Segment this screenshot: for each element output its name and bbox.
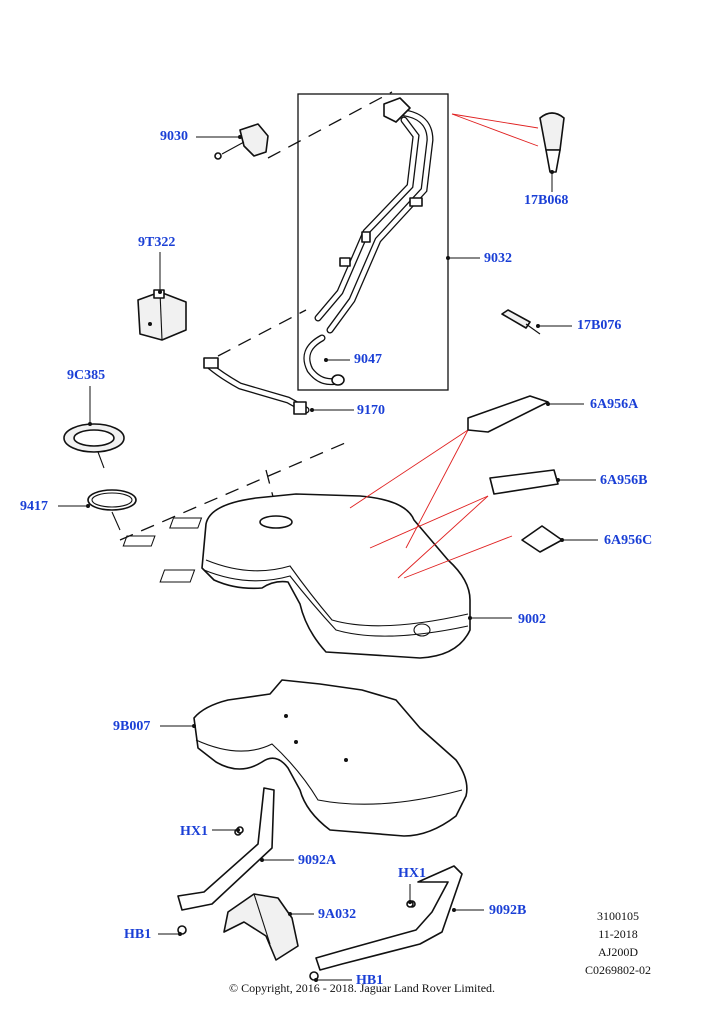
fuel-tank-part xyxy=(122,429,513,659)
diagram-meta-line2: 11-2018 xyxy=(598,927,638,941)
filler-cap-part xyxy=(214,123,269,160)
seal-ring-part xyxy=(87,489,137,531)
callout-9002: 9002 xyxy=(518,612,546,627)
diagram-meta-line1: 3100105 xyxy=(597,909,639,923)
callout-6A956C: 6A956C xyxy=(604,533,653,548)
callout-9A032: 9A032 xyxy=(318,907,357,922)
funnel-part xyxy=(451,112,565,173)
strap-9092A-part xyxy=(177,787,275,911)
callout-HX1-left: HX1 xyxy=(180,824,208,839)
assembly-line-pipe xyxy=(217,309,307,357)
callout-9170: 9170 xyxy=(357,403,385,418)
callout-9030: 9030 xyxy=(160,129,188,144)
callout-9092A: 9092A xyxy=(298,853,337,868)
callout-9C385: 9C385 xyxy=(67,368,106,383)
hose-9047-part xyxy=(303,334,345,386)
callout-9417: 9417 xyxy=(20,499,48,514)
pad-6A956B-part xyxy=(489,469,559,495)
lock-ring-part xyxy=(63,423,125,469)
callout-17B076: 17B076 xyxy=(577,318,622,333)
copyright-notice: © Copyright, 2016 - 2018. Jaguar Land Ro… xyxy=(228,981,496,995)
pad-6A956C-part xyxy=(521,525,563,553)
callout-17B068: 17B068 xyxy=(524,193,569,208)
filler-group-frame xyxy=(297,93,449,391)
callout-HB1-left: HB1 xyxy=(124,927,152,942)
callout-9032: 9032 xyxy=(484,251,512,266)
assembly-line-tank xyxy=(119,439,353,541)
filler-pipe-part xyxy=(314,97,434,334)
callout-9B007: 9B007 xyxy=(113,719,151,734)
diagram-meta-line4: C0269802-02 xyxy=(585,963,651,977)
clip-17B076-part xyxy=(501,309,541,335)
guard-9A032-part xyxy=(223,893,299,961)
callout-9T322: 9T322 xyxy=(138,235,176,250)
vent-pipe-part xyxy=(203,357,310,415)
bracket-9T322-part xyxy=(137,289,187,341)
pad-6A956A-part xyxy=(467,395,549,433)
callout-6A956A: 6A956A xyxy=(590,397,639,412)
leader-lines xyxy=(58,135,598,982)
callout-9092B: 9092B xyxy=(489,903,527,918)
callout-9047: 9047 xyxy=(354,352,382,367)
callout-6A956B: 6A956B xyxy=(600,473,648,488)
callout-HB1-bottom: HB1 xyxy=(356,973,384,988)
callout-HX1-right: HX1 xyxy=(398,866,426,881)
diagram-meta-line3: AJ200D xyxy=(597,945,638,959)
heat-shield-part xyxy=(193,679,468,837)
assembly-line-cap xyxy=(267,91,393,159)
